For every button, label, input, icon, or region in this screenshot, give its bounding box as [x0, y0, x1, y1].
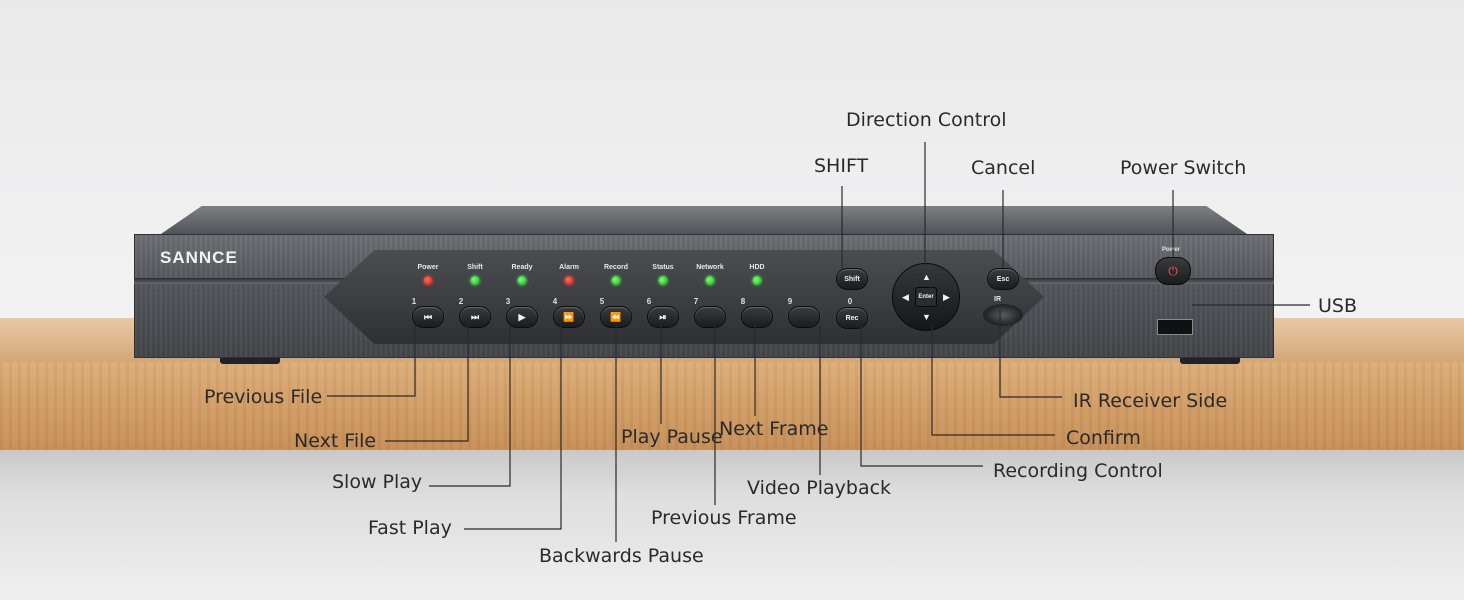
direction-pad[interactable]: ▲ ▼ ◀ ▶ Enter	[892, 263, 960, 331]
fast-play-icon: ⏩	[563, 311, 575, 322]
ir-receiver-window	[983, 304, 1023, 326]
led-label-2: Ready	[511, 264, 533, 271]
callout-power-switch: Power Switch	[1120, 157, 1247, 179]
callout-recording-control: Recording Control	[993, 460, 1163, 482]
backwards-pause-icon: ⏪	[610, 311, 622, 322]
number-label-4: 4	[552, 297, 558, 306]
fast-play-button[interactable]: ⏩	[553, 306, 585, 328]
previous-file-button[interactable]: ⏮	[412, 306, 444, 328]
number-label-7: 7	[693, 297, 699, 306]
status-led-0	[423, 276, 433, 285]
device-foot	[220, 358, 280, 364]
number-label-2: 2	[458, 297, 464, 306]
line-ir-receiver	[999, 310, 1062, 398]
led-label-7: HDD	[749, 264, 765, 271]
line-recording-control	[860, 325, 983, 467]
arrow-up-icon[interactable]: ▲	[922, 272, 931, 282]
number-label-1: 1	[411, 297, 417, 306]
slow-play-button[interactable]: ▶	[506, 306, 538, 328]
dvr-top-cover	[158, 206, 1250, 236]
ir-label: IR	[994, 296, 1001, 303]
status-led-7	[752, 276, 762, 285]
arrow-down-icon[interactable]: ▼	[922, 312, 931, 322]
number-label-8: 8	[740, 297, 746, 306]
line-confirm	[931, 325, 1055, 436]
arrow-right-icon[interactable]: ▶	[943, 292, 950, 302]
previous-frame-button[interactable]	[694, 306, 726, 328]
video-playback-button[interactable]	[788, 306, 820, 328]
usb-port[interactable]	[1157, 319, 1193, 335]
led-label-4: Record	[603, 264, 629, 271]
callout-cancel: Cancel	[971, 157, 1036, 179]
next-frame-button[interactable]	[741, 306, 773, 328]
enter-button[interactable]: Enter	[915, 287, 937, 307]
shift-button[interactable]: Shift	[836, 268, 868, 290]
status-led-5	[658, 276, 668, 285]
led-label-5: Status	[652, 264, 674, 271]
callout-confirm: Confirm	[1066, 427, 1141, 449]
callout-direction-control: Direction Control	[846, 109, 1007, 131]
number-label-9: 9	[787, 297, 793, 306]
callout-fast-play: Fast Play	[368, 517, 452, 539]
number-label-0: 0	[847, 297, 853, 306]
led-label-6: Network	[696, 264, 724, 271]
status-led-1	[470, 276, 480, 285]
callout-backwards-pause: Backwards Pause	[539, 545, 704, 567]
line-previous-file	[327, 325, 416, 397]
number-label-6: 6	[646, 297, 652, 306]
callout-usb: USB	[1318, 295, 1358, 317]
arrow-left-icon[interactable]: ◀	[902, 292, 909, 302]
status-led-2	[517, 276, 527, 285]
callout-video-playback: Video Playback	[747, 477, 892, 499]
slow-play-icon: ▶	[518, 311, 526, 322]
brand-logo: SANNCE	[160, 248, 238, 267]
callout-next-file: Next File	[294, 430, 377, 452]
esc-button[interactable]: Esc	[987, 268, 1019, 290]
line-fast-play	[464, 325, 562, 530]
callout-shift: SHIFT	[814, 155, 869, 177]
callout-play-pause: Play Pause	[621, 426, 723, 448]
callout-previous-frame: Previous Frame	[651, 507, 797, 529]
led-label-1: Shift	[467, 264, 483, 271]
led-label-3: Alarm	[559, 264, 579, 271]
callout-next-frame: Next Frame	[719, 418, 829, 440]
power-label: Power	[1162, 247, 1181, 253]
rec-button[interactable]: Rec	[836, 307, 868, 329]
power-icon: ⏻	[1168, 263, 1178, 278]
callout-previous-file: Previous File	[204, 386, 323, 408]
line-next-file	[385, 325, 469, 442]
status-led-3	[564, 276, 574, 285]
status-led-6	[705, 276, 715, 285]
next-file-button[interactable]: ⏭	[459, 306, 491, 328]
led-label-0: Power	[417, 264, 439, 271]
shelf-shadow	[0, 450, 1464, 600]
number-label-5: 5	[599, 297, 605, 306]
device-foot	[1180, 358, 1240, 364]
next-file-icon: ⏭	[470, 311, 480, 322]
play-pause-icon: ⏯	[659, 311, 667, 322]
play-pause-button[interactable]: ⏯	[647, 306, 679, 328]
callout-ir-receiver-side: IR Receiver Side	[1073, 390, 1228, 412]
callout-slow-play: Slow Play	[332, 471, 423, 493]
wooden-shelf-front	[0, 362, 1464, 450]
number-label-3: 3	[505, 297, 511, 306]
line-slow-play	[429, 325, 511, 487]
status-led-4	[611, 276, 621, 285]
previous-file-icon: ⏮	[423, 311, 433, 322]
